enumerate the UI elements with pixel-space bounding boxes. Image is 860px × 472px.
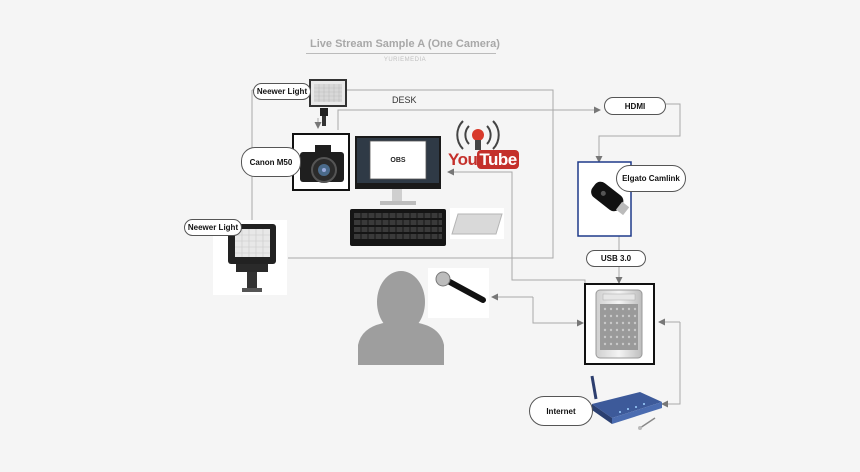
router-icon: [590, 375, 662, 430]
obs-label: OBS: [390, 157, 406, 164]
elgato-camlink-label: Elgato Camlink: [616, 165, 686, 192]
diagram-title: Live Stream Sample A (One Camera): [310, 38, 500, 50]
connection-lines: [248, 89, 681, 408]
canon-m50-label: Canon M50: [241, 147, 301, 177]
trackpad-icon: [450, 208, 504, 239]
internet-label: Internet: [529, 396, 593, 426]
desk-label: DESK: [392, 95, 417, 105]
microphone-icon: [428, 268, 489, 318]
computer-tower-icon: [584, 283, 655, 365]
camera-to-hdmi: [337, 106, 601, 130]
monitor-icon: [355, 136, 441, 205]
youtube-logo-left: You: [448, 150, 478, 169]
hdmi-to-camlink: [595, 103, 681, 163]
computer-to-router: [661, 322, 681, 408]
desk-line-bottom: [288, 105, 554, 259]
neewer-light-left-label: Neewer Light: [184, 219, 242, 236]
youtube-icon: [456, 120, 500, 150]
diagram-subtitle: YURIEMEDIA: [383, 57, 427, 63]
led-light-icon: [213, 220, 287, 295]
camera-icon: [292, 133, 350, 191]
usb-label: USB 3.0: [586, 250, 646, 267]
desk-line-top: [252, 89, 554, 105]
keyboard-icon: [350, 209, 446, 246]
person-icon: [358, 271, 444, 365]
youtube-logo-right: Tube: [477, 150, 519, 169]
title-divider: [306, 53, 496, 54]
hdmi-label: HDMI: [604, 97, 666, 115]
led-light-icon: [309, 79, 347, 126]
neewer-light-top-label: Neewer Light: [253, 83, 311, 100]
mic-to-computer: [532, 297, 584, 327]
